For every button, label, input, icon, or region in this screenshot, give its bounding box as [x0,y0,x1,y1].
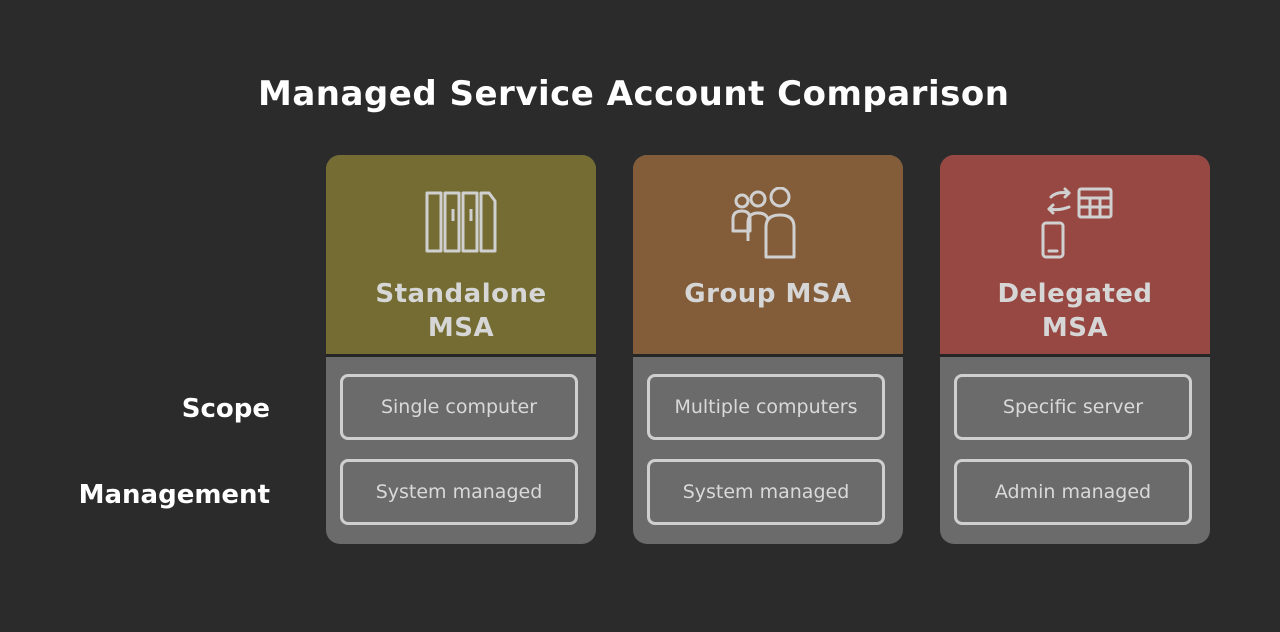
card-title-line1: Standalone [375,279,547,309]
card-title-line2: MSA [427,313,495,343]
card-title: Group MSA [633,277,903,311]
scope-cell: Single computer [340,374,578,440]
card-title-line1: Group MSA [684,279,852,309]
row-label-management: Management [78,480,270,510]
card-title-line2: MSA [1041,313,1109,343]
card-title: Standalone MSA [326,277,596,345]
page-title: Managed Service Account Comparison [258,74,1010,114]
management-cell: Admin managed [954,459,1192,525]
card-header: Delegated MSA [940,155,1210,357]
management-cell: System managed [647,459,885,525]
card-delegated-msa: Delegated MSA Specific server Admin mana… [940,155,1210,544]
card-header: Group MSA [633,155,903,357]
card-title: Delegated MSA [940,277,1210,345]
scope-cell: Multiple computers [647,374,885,440]
user-group-icon [731,187,796,259]
card-title-line1: Delegated [997,279,1153,309]
card-standalone-msa: Standalone MSA Single computer System ma… [326,155,596,544]
server-rack-icon [425,191,497,253]
management-cell: System managed [340,459,578,525]
device-delegation-icon [1041,187,1113,259]
scope-cell: Specific server [954,374,1192,440]
card-group-msa: Group MSA Multiple computers System mana… [633,155,903,544]
card-header: Standalone MSA [326,155,596,357]
row-label-scope: Scope [181,394,270,424]
